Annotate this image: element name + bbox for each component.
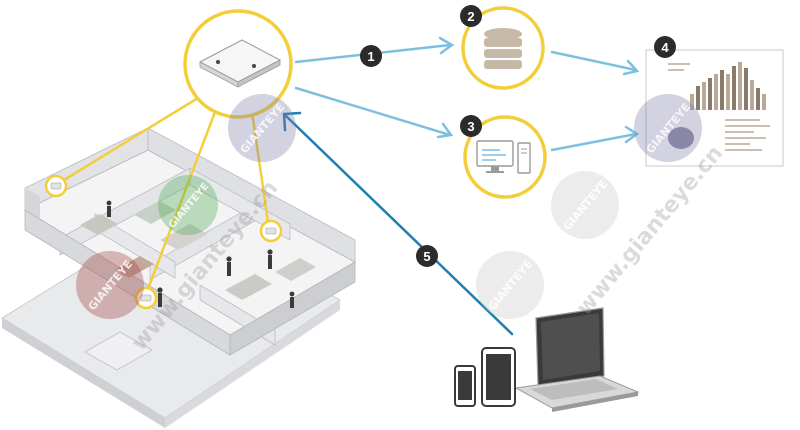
database-icon <box>484 28 522 69</box>
people-figures <box>106 200 295 308</box>
laptop-icon <box>514 307 640 412</box>
watermark-seal: GIANTEYE <box>228 94 296 162</box>
watermark-seal: GIANTEYE <box>476 251 544 319</box>
watermark-seal: GIANTEYE <box>76 251 144 319</box>
watermark-seal: GIANTEYE <box>551 171 619 239</box>
watermark-seal: GIANTEYE <box>158 175 218 235</box>
data-flow-arrows <box>294 36 640 152</box>
svg-text:4: 4 <box>661 40 669 55</box>
client-devices <box>454 307 640 412</box>
watermarks: GIANTEYE GIANTEYE GIANTEYE GIANTEYE GIAN… <box>76 94 728 356</box>
step-badge-4: 4 <box>654 36 676 58</box>
step-badge-5: 5 <box>416 245 438 267</box>
access-arrow <box>282 111 514 336</box>
svg-text:3: 3 <box>467 119 474 134</box>
svg-text:2: 2 <box>467 9 474 24</box>
watermark-seal: GIANTEYE <box>634 94 702 162</box>
floor-plan <box>1 127 357 428</box>
phone-icon <box>454 365 476 407</box>
report-bars <box>690 62 766 110</box>
database-node <box>461 6 545 90</box>
step-badge-3: 3 <box>460 115 482 137</box>
report-chart-icon <box>645 49 784 167</box>
step-badge-2: 2 <box>460 5 482 27</box>
svg-text:1: 1 <box>367 49 374 64</box>
step-badge-1: 1 <box>360 45 382 67</box>
sensor-leader-lines <box>63 96 270 290</box>
computer-icon <box>476 140 531 174</box>
tablet-icon <box>481 347 516 407</box>
svg-text:5: 5 <box>423 249 430 264</box>
ceiling-sensor-icon <box>183 9 293 119</box>
computer-node <box>463 115 547 199</box>
